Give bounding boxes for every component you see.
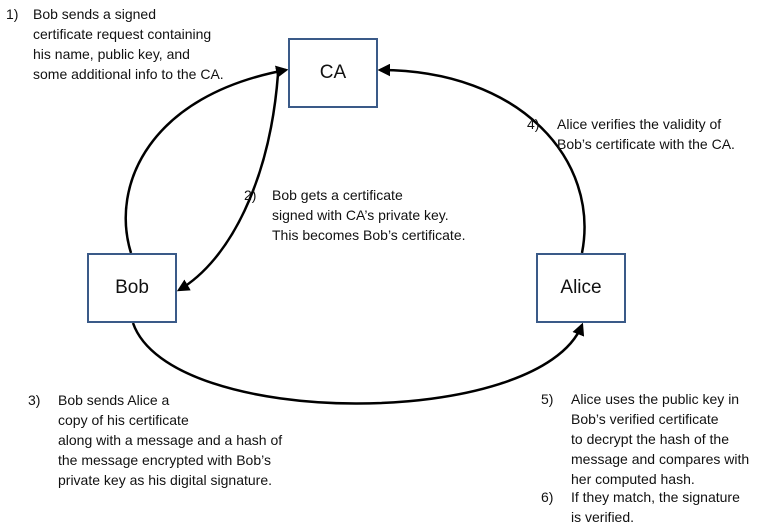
step-1-number: 1) — [6, 6, 19, 22]
step-6-note: 6) If they match, the signature is verif… — [541, 487, 761, 527]
step-2-note: 2) Bob gets a certificate signed with CA… — [244, 185, 504, 245]
step-4-note: 4) Alice verifies the validity of Bob’s … — [527, 114, 757, 154]
bob-box: Bob — [87, 253, 177, 323]
step-1-line: some additional info to the CA. — [33, 66, 224, 82]
step-5-line: her computed hash. — [571, 471, 695, 487]
step-6-number: 6) — [541, 489, 554, 505]
step-3-line: the message encrypted with Bob’s — [58, 452, 271, 468]
step-3-line: along with a message and a hash of — [58, 432, 283, 448]
ca-label: CA — [319, 62, 347, 83]
step-2-line: Bob gets a certificate — [272, 187, 403, 203]
step-5-line: message and compares with — [571, 451, 750, 467]
step-3-line: copy of his certificate — [58, 412, 189, 428]
step-5-number: 5) — [541, 391, 554, 407]
step-3-note: 3) Bob sends Alice a copy of his certifi… — [28, 390, 328, 490]
step-1-line: Bob sends a signed — [33, 6, 156, 22]
arrow-bob-to-alice — [131, 322, 585, 405]
bob-label: Bob — [115, 277, 149, 298]
step-1-line: his name, public key, and — [33, 46, 190, 62]
ca-box: CA — [288, 38, 378, 108]
arrow-ca-to-bob — [176, 73, 280, 292]
step-3-number: 3) — [28, 392, 41, 408]
step-6-line: If they match, the signature — [571, 489, 740, 505]
alice-label: Alice — [560, 277, 602, 298]
step-2-number: 2) — [244, 187, 257, 203]
arrow-alice-to-ca — [377, 63, 586, 254]
alice-box: Alice — [536, 253, 626, 323]
step-5-line: Bob’s verified certificate — [571, 411, 719, 427]
step-3-line: Bob sends Alice a — [58, 392, 170, 408]
step-6-line: is verified. — [571, 509, 635, 525]
arrow-bob-to-ca — [124, 65, 289, 254]
step-5-note: 5) Alice uses the public key in Bob’s ve… — [541, 389, 761, 489]
step-1-line: certificate request containing — [33, 26, 212, 42]
step-5-line: to decrypt the hash of the — [571, 431, 729, 447]
step-5-line: Alice uses the public key in — [571, 391, 740, 407]
step-3-line: private key as his digital signature. — [58, 472, 272, 488]
step-4-number: 4) — [527, 116, 540, 132]
step-1-note: 1) Bob sends a signed certificate reques… — [6, 4, 256, 84]
step-4-line: Bob’s certificate with the CA. — [557, 136, 735, 152]
step-2-line: This becomes Bob’s certificate. — [272, 227, 466, 243]
step-2-line: signed with CA’s private key. — [272, 207, 449, 223]
step-4-line: Alice verifies the validity of — [557, 116, 722, 132]
